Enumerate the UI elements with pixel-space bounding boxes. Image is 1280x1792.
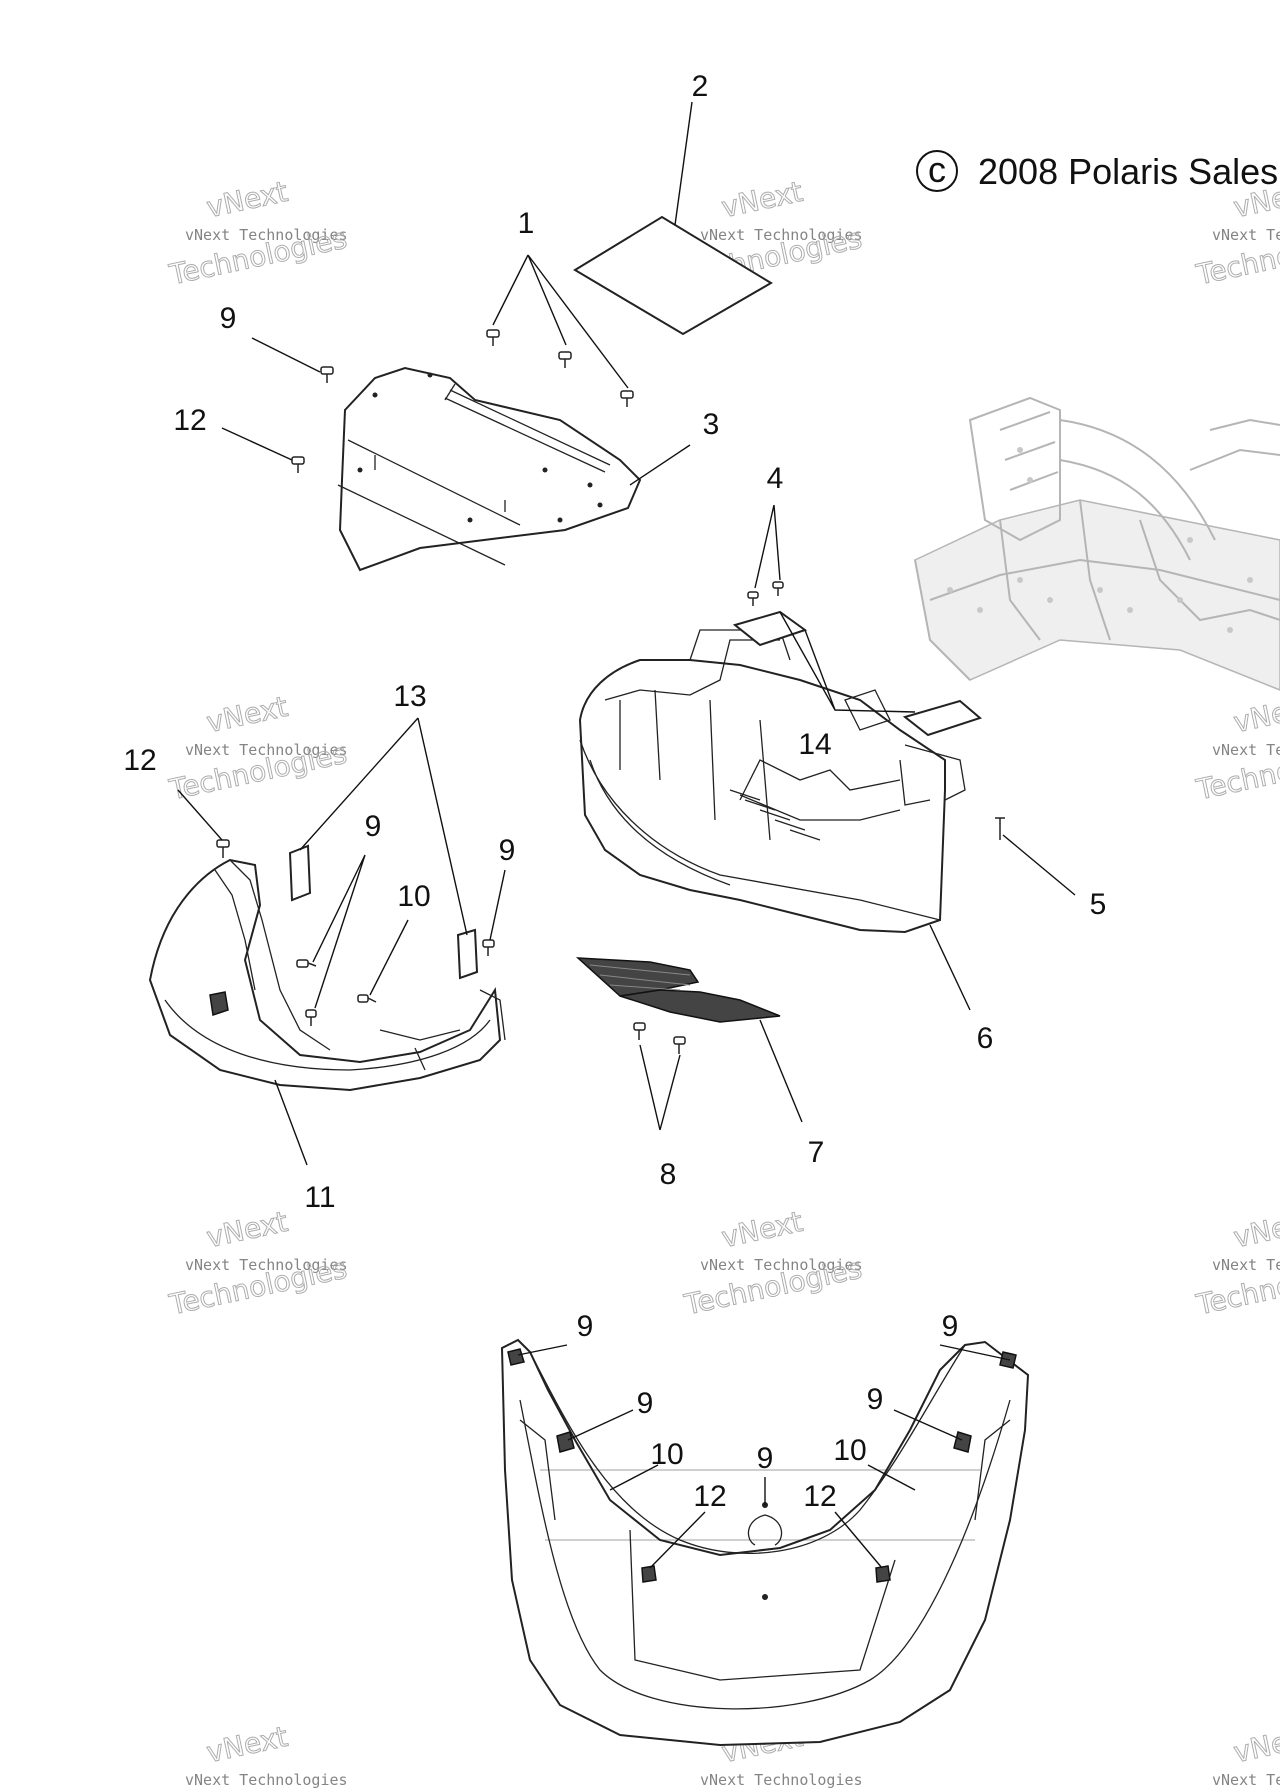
callout-9-bottom-left: 9 (577, 1310, 594, 1343)
callout-2: 2 (692, 70, 709, 103)
watermark-caption: vNext Technologies (1212, 741, 1280, 759)
rivet (216, 839, 230, 858)
rivet (747, 591, 759, 606)
callout-9-top: 9 (220, 302, 237, 335)
watermark-brand: vNext (204, 1205, 291, 1254)
leader-lines (177, 101, 1076, 1569)
callout-12-bottom-right: 12 (803, 1480, 836, 1513)
watermark-caption: vNext Technologies (700, 1256, 863, 1274)
rivet (291, 456, 305, 473)
rivet (486, 329, 500, 346)
callout-8: 8 (660, 1158, 677, 1191)
rivet (772, 581, 784, 596)
watermark-brand: vNext (1231, 690, 1280, 739)
watermark-caption: vNext Technologies (1212, 1256, 1280, 1274)
watermark-brand: vNext (719, 1205, 806, 1254)
callout-6: 6 (977, 1022, 994, 1055)
watermark-caption: vNext Technologies (185, 1256, 348, 1274)
watermark-grid: vNext vNext Technologies Technologies vN… (165, 174, 1280, 1789)
watermark-tile: vNext vNext Technologies Technologies (165, 174, 350, 292)
callout-12-top: 12 (173, 404, 206, 437)
watermark-tile: vNext vNext Technologies Technologies (680, 1204, 865, 1322)
rivet (558, 351, 572, 368)
watermark-brand: vNext (204, 175, 291, 224)
callout-10-bottom-right: 10 (833, 1434, 866, 1467)
callout-5: 5 (1090, 888, 1107, 921)
copyright-symbol: c (928, 149, 946, 190)
watermark-caption: vNext Technologies (185, 226, 348, 244)
watermark-caption: vNext Technologies (700, 1771, 863, 1789)
copyright-text: 2008 Polaris Sales Ir (978, 151, 1280, 192)
watermark-caption: vNext Technologies (1212, 226, 1280, 244)
rivet (320, 366, 334, 383)
watermark-tile: vNext vNext Technologies (1212, 1719, 1280, 1789)
rivet (357, 994, 377, 1003)
screw (995, 817, 1005, 840)
watermark-tile: vNext vNext Technologies (185, 1719, 348, 1789)
callout-numbers: 1 2 3 4 5 6 7 8 9 12 13 12 9 10 9 14 11 … (123, 70, 1106, 1513)
rivet (633, 1022, 646, 1040)
rivet (673, 1036, 686, 1054)
callout-9-bottom-right: 9 (942, 1310, 959, 1343)
watermark-brand: vNext (204, 1720, 291, 1769)
callout-7: 7 (808, 1136, 825, 1169)
rivet (305, 1009, 317, 1026)
watermark-brand: vNext (719, 175, 806, 224)
part-6-nose-pan (578, 629, 966, 934)
part-14-decal (732, 610, 983, 737)
watermark-brand: vNext (1231, 1720, 1280, 1769)
callout-1: 1 (518, 207, 535, 240)
rivet (482, 939, 495, 956)
watermark-caption: vNext Technologies (185, 1771, 348, 1789)
watermark-tile: vNext vNext Technologies Technologies (165, 1204, 350, 1322)
part-13-decals (288, 844, 479, 980)
callout-9-center: 9 (757, 1442, 774, 1475)
watermark-tile: vNext vNext Technologies Technologies (165, 689, 350, 807)
callout-10-bottom-left: 10 (650, 1438, 683, 1471)
callout-9-inner-left: 9 (637, 1387, 654, 1420)
fasteners (216, 329, 1005, 1054)
watermark-caption: vNext Technologies (185, 741, 348, 759)
bumper-front-view (500, 1338, 1030, 1747)
callout-11: 11 (304, 1181, 335, 1214)
rivet (296, 959, 317, 968)
part-7-grille (575, 957, 781, 1023)
part-11-bumper (148, 858, 506, 1092)
callout-12-mid: 12 (123, 744, 156, 777)
watermark-tile: vNext vNext Technologies Technologies (1192, 174, 1280, 292)
watermark-brand: vNext (1231, 1205, 1280, 1254)
callout-4: 4 (767, 462, 784, 495)
callout-10-mid: 10 (397, 880, 430, 913)
copyright-notice: c 2008 Polaris Sales Ir (916, 149, 1280, 192)
callout-12-bottom-left: 12 (693, 1480, 726, 1513)
watermark-caption: vNext Technologies (1212, 1771, 1280, 1789)
part-2-decal (573, 215, 773, 336)
copyright-circle (916, 150, 958, 192)
callout-9-inner-right: 9 (867, 1383, 884, 1416)
watermark-tile: vNext vNext Technologies Technologies (1192, 689, 1280, 807)
part-3-plate (337, 366, 642, 572)
rivet (620, 390, 634, 407)
chassis-frame-ghost (914, 396, 1280, 691)
watermark-tile: vNext vNext Technologies Technologies (1192, 1204, 1280, 1322)
watermark-brand: vNext (204, 690, 291, 739)
callout-3: 3 (703, 408, 720, 441)
callout-9-mid: 9 (365, 810, 382, 843)
callout-14: 14 (798, 728, 831, 761)
callout-9-console: 9 (499, 834, 516, 867)
callout-13: 13 (393, 680, 426, 713)
watermark-caption: vNext Technologies (700, 226, 863, 244)
